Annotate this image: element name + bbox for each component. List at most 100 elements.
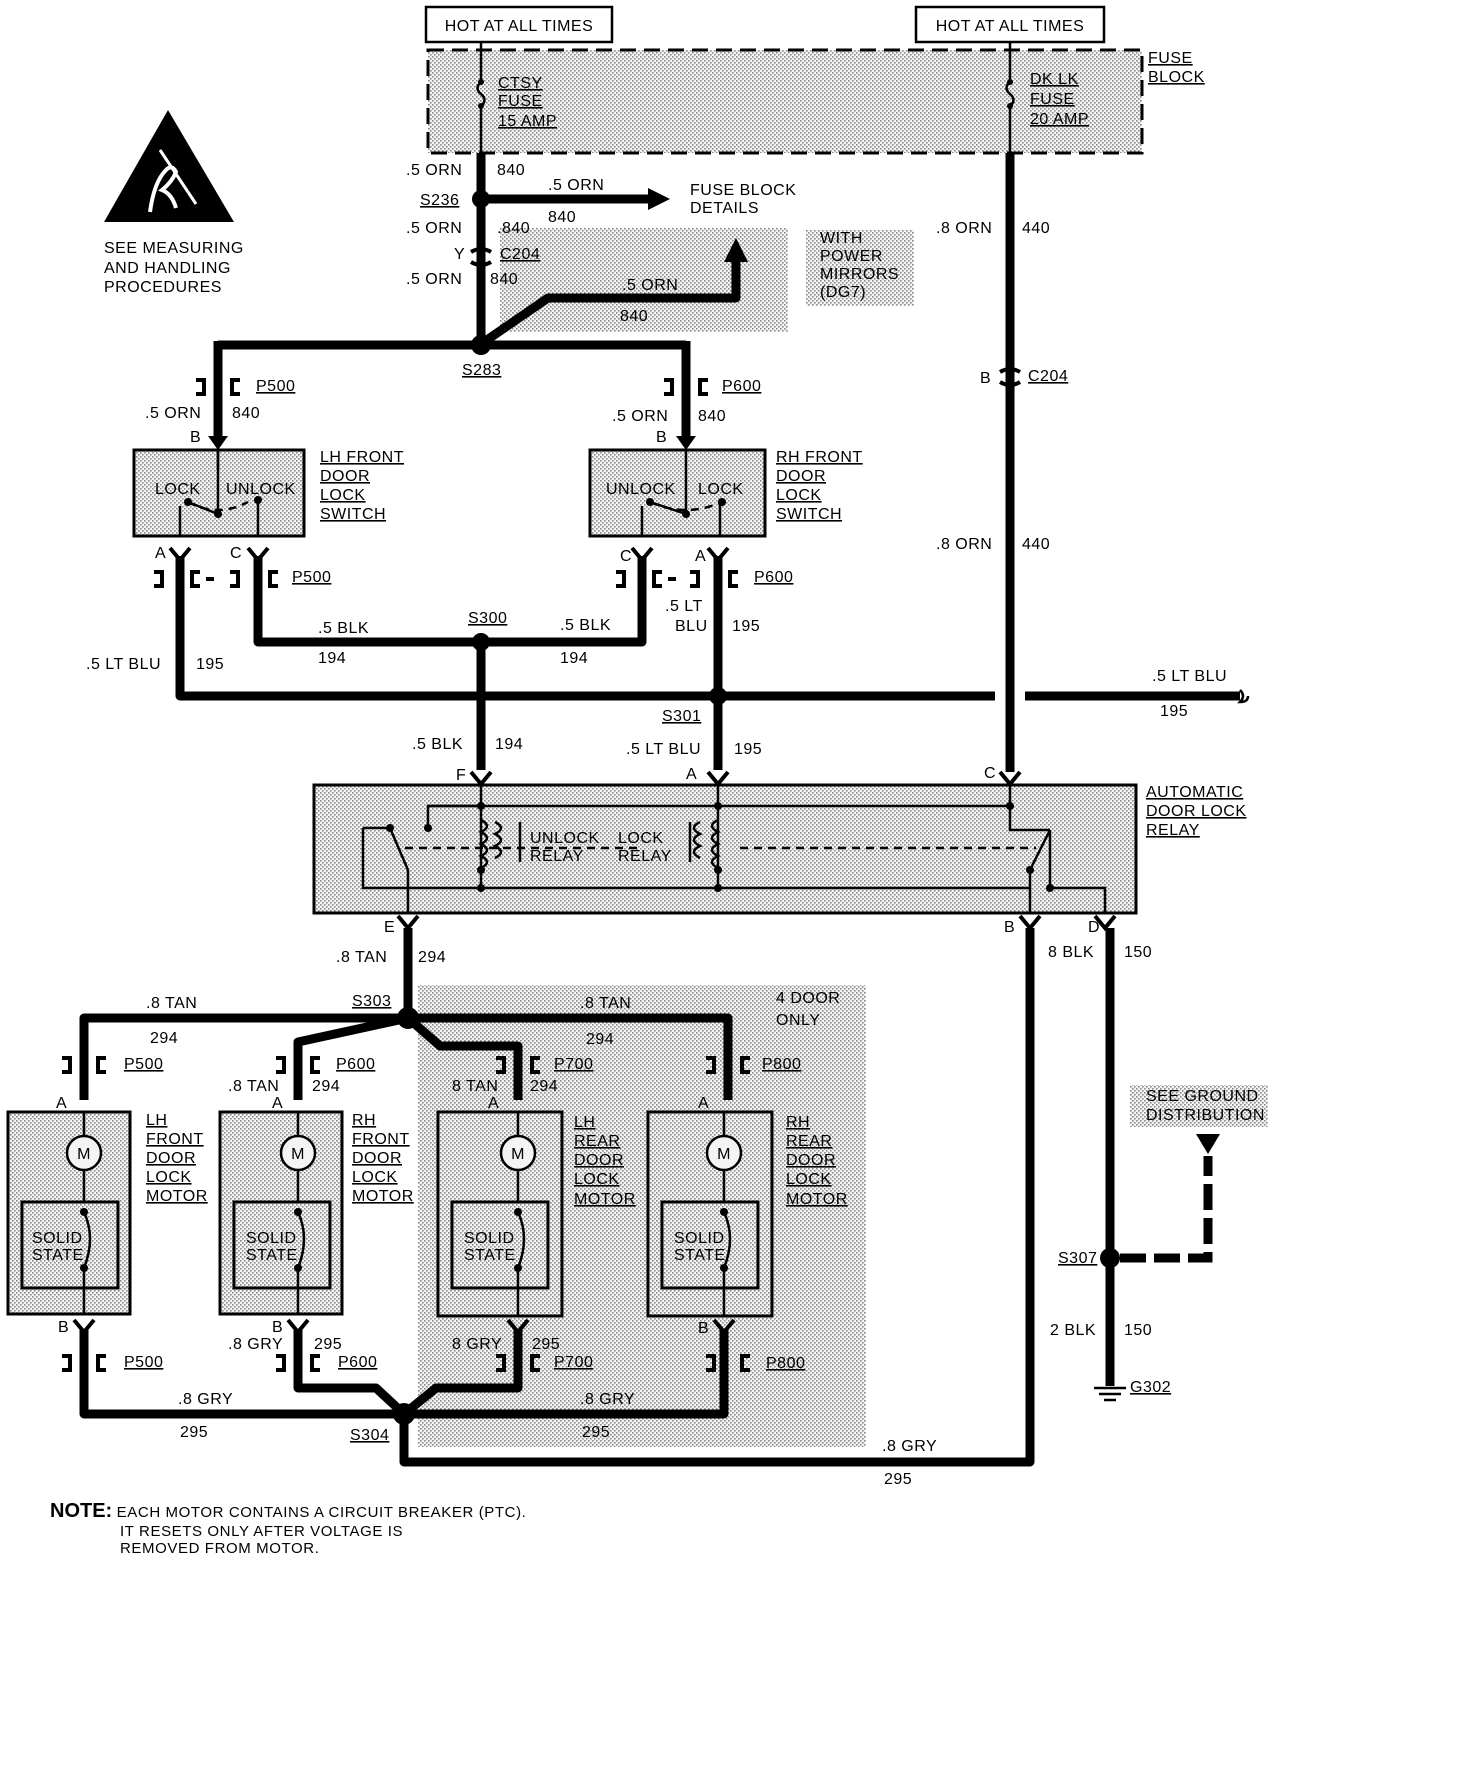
- svg-text:DISTRIBUTION: DISTRIBUTION: [1146, 1107, 1265, 1124]
- note-label: NOTE:: [50, 1500, 113, 1522]
- svg-text:M: M: [291, 1146, 305, 1163]
- svg-text:SEE GROUND: SEE GROUND: [1146, 1088, 1259, 1105]
- svg-text:WITH: WITH: [820, 230, 863, 247]
- svg-text:AUTOMATIC: AUTOMATIC: [1146, 784, 1243, 801]
- ground-g302-icon: [1094, 1386, 1126, 1402]
- svg-text:P500: P500: [292, 569, 331, 586]
- svg-text:LOCK: LOCK: [618, 830, 664, 847]
- svg-text:A: A: [56, 1095, 67, 1112]
- svg-text:FUSE BLOCK: FUSE BLOCK: [690, 182, 796, 199]
- fuse-block: FUSE BLOCK: [426, 48, 1204, 155]
- svg-text:840: 840: [698, 408, 726, 425]
- svg-text:195: 195: [1160, 703, 1188, 720]
- svg-text:RELAY: RELAY: [1146, 822, 1200, 839]
- svg-text:.5 ORN: .5 ORN: [548, 177, 604, 194]
- svg-text:SWITCH: SWITCH: [320, 506, 386, 523]
- svg-text:.8 GRY: .8 GRY: [882, 1438, 937, 1455]
- svg-text:A: A: [695, 548, 706, 565]
- lh-front-door-lock-switch: LOCK UNLOCK: [132, 448, 306, 538]
- svg-text:S303: S303: [352, 993, 391, 1010]
- svg-text:SOLID: SOLID: [674, 1230, 725, 1247]
- svg-text:295: 295: [532, 1336, 560, 1353]
- p600-connector-rh-bottom: [616, 570, 738, 588]
- svg-text:.5 ORN: .5 ORN: [622, 277, 678, 294]
- svg-text:S307: S307: [1058, 1250, 1097, 1267]
- hot-at-all-times-left: HOT AT ALL TIMES: [424, 5, 614, 44]
- splice-s301: [709, 687, 727, 705]
- rh-switch-title: RH FRONT DOOR LOCK SWITCH: [776, 449, 862, 523]
- svg-text:UNLOCK: UNLOCK: [226, 481, 296, 498]
- svg-text:POWER: POWER: [820, 248, 883, 265]
- note-line: IT RESETS ONLY AFTER VOLTAGE IS: [120, 1523, 404, 1540]
- svg-text:.5 LT BLU: .5 LT BLU: [626, 741, 701, 758]
- svg-text:B: B: [656, 429, 667, 446]
- svg-text:194: 194: [495, 736, 523, 753]
- splice-s307: [1100, 1248, 1120, 1268]
- c204-b-connector: [998, 367, 1022, 387]
- svg-text:B: B: [190, 429, 201, 446]
- p500-connector-lh-top: [196, 378, 240, 396]
- svg-text:C: C: [620, 548, 632, 565]
- svg-text:D: D: [1088, 919, 1100, 936]
- svg-text:S304: S304: [350, 1427, 389, 1444]
- svg-text:P800: P800: [766, 1355, 805, 1372]
- svg-text:P700: P700: [554, 1056, 593, 1073]
- lh-rear-motor-title: LH REAR DOOR LOCK MOTOR: [574, 1114, 635, 1208]
- svg-text:STATE: STATE: [674, 1247, 726, 1264]
- svg-text:8 TAN: 8 TAN: [452, 1078, 498, 1095]
- svg-text:MOTOR: MOTOR: [786, 1191, 848, 1208]
- svg-text:B: B: [698, 1320, 709, 1337]
- svg-text:.840: .840: [497, 220, 530, 237]
- svg-text:A: A: [698, 1095, 709, 1112]
- svg-text:440: 440: [1022, 536, 1050, 553]
- svg-text:LOCK: LOCK: [155, 481, 201, 498]
- c204-y-connector: [469, 247, 493, 267]
- svg-text:RH: RH: [352, 1112, 376, 1129]
- svg-text:195: 195: [732, 618, 760, 635]
- svg-text:.5 ORN: .5 ORN: [145, 405, 201, 422]
- svg-text:SEE MEASURING: SEE MEASURING: [104, 240, 244, 257]
- svg-text:DK LK: DK LK: [1030, 71, 1079, 88]
- svg-text:294: 294: [150, 1030, 178, 1047]
- svg-text:P600: P600: [338, 1354, 377, 1371]
- svg-text:B: B: [58, 1319, 69, 1336]
- svg-text:.8 TAN: .8 TAN: [336, 949, 387, 966]
- svg-text:195: 195: [196, 656, 224, 673]
- svg-text:840: 840: [232, 405, 260, 422]
- svg-text:DOOR LOCK: DOOR LOCK: [1146, 803, 1247, 820]
- svg-text:295: 295: [180, 1424, 208, 1441]
- wiring-diagram: HOT AT ALL TIMES HOT AT ALL TIMES FUSE B…: [6, 5, 1268, 1488]
- hot-at-all-times-right: HOT AT ALL TIMES: [914, 5, 1106, 44]
- svg-text:.8 TAN: .8 TAN: [146, 995, 197, 1012]
- svg-text:A: A: [155, 545, 166, 562]
- svg-text:294: 294: [586, 1031, 614, 1048]
- svg-text:P700: P700: [554, 1354, 593, 1371]
- p600-connector-rh-top: [664, 378, 708, 396]
- svg-text:HOT AT ALL TIMES: HOT AT ALL TIMES: [936, 18, 1085, 35]
- svg-text:DETAILS: DETAILS: [690, 200, 759, 217]
- p500-connector-lh-bottom: [154, 570, 278, 588]
- svg-text:FUSE: FUSE: [1030, 91, 1075, 108]
- svg-text:AND HANDLING: AND HANDLING: [104, 260, 231, 277]
- svg-text:E: E: [384, 919, 395, 936]
- rh-front-motor-title: RH FRONT DOOR LOCK MOTOR: [352, 1112, 413, 1205]
- splice-s283: [471, 335, 491, 355]
- svg-text:SWITCH: SWITCH: [776, 506, 842, 523]
- svg-text:S300: S300: [468, 610, 507, 627]
- svg-text:SOLID: SOLID: [32, 1230, 83, 1247]
- svg-text:.5 ORN: .5 ORN: [406, 271, 462, 288]
- svg-text:295: 295: [314, 1336, 342, 1353]
- svg-text:SOLID: SOLID: [464, 1230, 515, 1247]
- svg-text:M: M: [511, 1146, 525, 1163]
- power-mirrors-label: WITH POWER MIRRORS (DG7): [820, 230, 899, 301]
- power-mirrors-label-shade: [806, 230, 914, 306]
- svg-text:RELAY: RELAY: [618, 848, 672, 865]
- svg-text:UNLOCK: UNLOCK: [606, 481, 676, 498]
- svg-text:P800: P800: [762, 1056, 801, 1073]
- svg-text:.5 BLK: .5 BLK: [318, 620, 369, 637]
- svg-text:8 GRY: 8 GRY: [452, 1336, 502, 1353]
- svg-text:840: 840: [497, 162, 525, 179]
- svg-text:REAR: REAR: [786, 1133, 832, 1150]
- svg-text:2 BLK: 2 BLK: [1050, 1322, 1096, 1339]
- svg-text:LH: LH: [574, 1114, 595, 1131]
